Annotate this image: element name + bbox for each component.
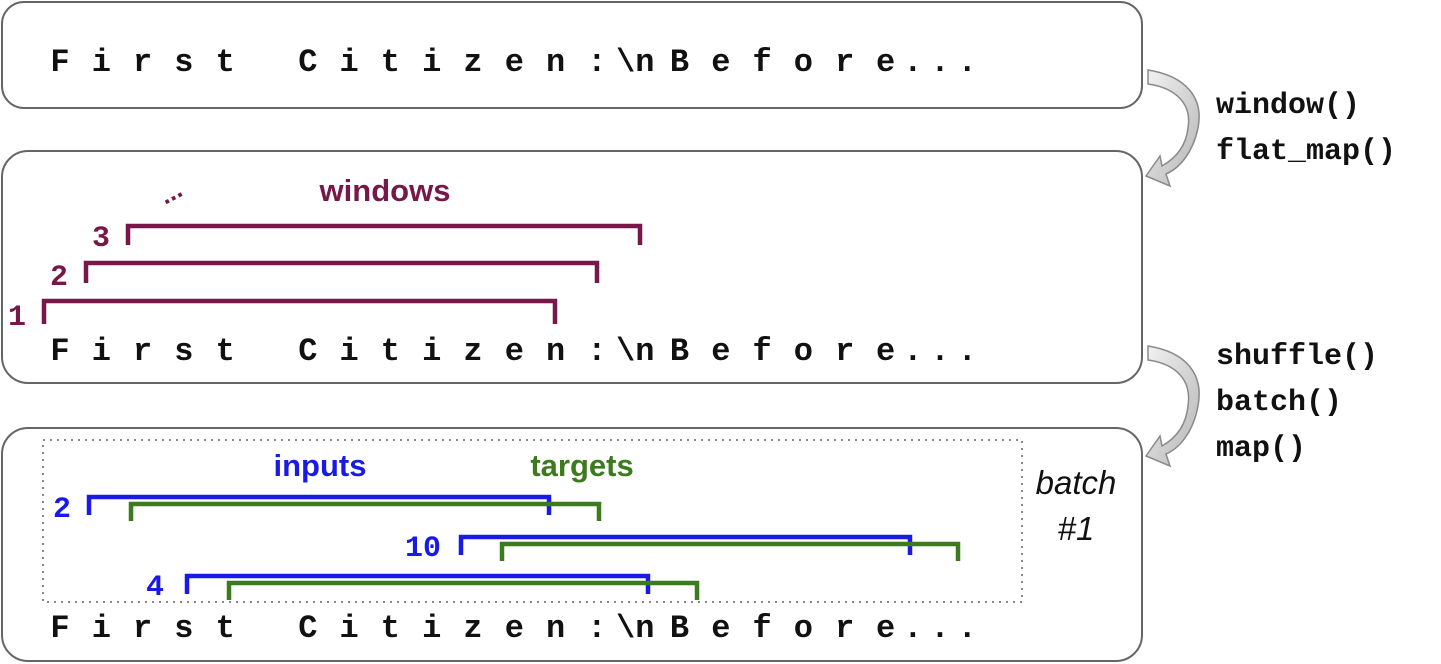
char: e: [711, 333, 730, 370]
char: i: [422, 333, 441, 370]
char: z: [463, 333, 482, 370]
char: F: [50, 333, 69, 370]
window-label-1: 1: [8, 301, 26, 335]
char: i: [339, 610, 358, 647]
char: e...: [876, 333, 985, 370]
char: F: [50, 44, 69, 81]
op-window: window(): [1216, 89, 1360, 123]
char: s: [174, 44, 193, 81]
char: e...: [876, 610, 985, 647]
char: s: [174, 333, 193, 370]
char: C: [298, 610, 317, 647]
char: o: [794, 44, 813, 81]
char: C: [298, 44, 317, 81]
char: e...: [876, 44, 985, 81]
char: t: [216, 333, 235, 370]
target-bracket-10: [499, 541, 961, 561]
op-map: map(): [1216, 432, 1306, 466]
char: e: [505, 610, 524, 647]
char: \n: [616, 333, 654, 370]
char: r: [835, 333, 854, 370]
batch-label-line2: #1: [1058, 510, 1095, 547]
char: n: [546, 610, 565, 647]
char: r: [133, 333, 152, 370]
panel-windows: [1, 150, 1143, 384]
target-bracket-2: [128, 501, 602, 521]
char: \n: [616, 44, 654, 81]
char: f: [752, 44, 771, 81]
char: s: [174, 610, 193, 647]
char: t: [381, 44, 400, 81]
char: r: [835, 44, 854, 81]
char: o: [794, 333, 813, 370]
op-flat-map: flat_map(): [1216, 135, 1396, 169]
char: B: [670, 610, 689, 647]
char: f: [752, 333, 771, 370]
pair-label-4: 4: [146, 571, 164, 605]
char: :: [587, 44, 606, 81]
char: i: [92, 333, 111, 370]
char: e: [711, 610, 730, 647]
op-batch: batch(): [1216, 386, 1342, 420]
char: B: [670, 333, 689, 370]
char: F: [50, 610, 69, 647]
window-bracket-1: [41, 298, 558, 324]
panel-source-text: [1, 1, 1143, 109]
op-shuffle: shuffle(): [1216, 340, 1378, 374]
char: r: [133, 44, 152, 81]
char: i: [339, 333, 358, 370]
char: :: [587, 610, 606, 647]
char: \n: [616, 610, 654, 647]
char: B: [670, 44, 689, 81]
curved-arrow-2: [1144, 345, 1200, 468]
char: e: [505, 44, 524, 81]
char: f: [752, 610, 771, 647]
targets-label: targets: [530, 448, 633, 483]
char: o: [794, 610, 813, 647]
inputs-label: inputs: [274, 448, 367, 483]
curved-arrow-1: [1144, 69, 1200, 188]
char: n: [546, 333, 565, 370]
pair-label-2: 2: [53, 493, 71, 527]
pair-label-10: 10: [405, 532, 441, 566]
char: t: [216, 44, 235, 81]
char: i: [422, 44, 441, 81]
char: e: [505, 333, 524, 370]
window-bracket-3: [125, 223, 643, 245]
char: i: [422, 610, 441, 647]
char: r: [133, 610, 152, 647]
char: t: [381, 333, 400, 370]
windows-label: windows: [319, 173, 451, 208]
char: t: [216, 610, 235, 647]
char: i: [339, 44, 358, 81]
window-label-3: 3: [92, 222, 110, 256]
char: z: [463, 44, 482, 81]
char: :: [587, 333, 606, 370]
char: t: [381, 610, 400, 647]
target-bracket-4: [226, 580, 700, 600]
batch-label-line1: batch: [1036, 464, 1117, 501]
char: i: [92, 610, 111, 647]
char: r: [835, 610, 854, 647]
char: n: [546, 44, 565, 81]
char: z: [463, 610, 482, 647]
char: e: [711, 44, 730, 81]
char: C: [298, 333, 317, 370]
window-label-2: 2: [50, 261, 68, 295]
char: i: [92, 44, 111, 81]
window-bracket-2: [83, 260, 600, 283]
